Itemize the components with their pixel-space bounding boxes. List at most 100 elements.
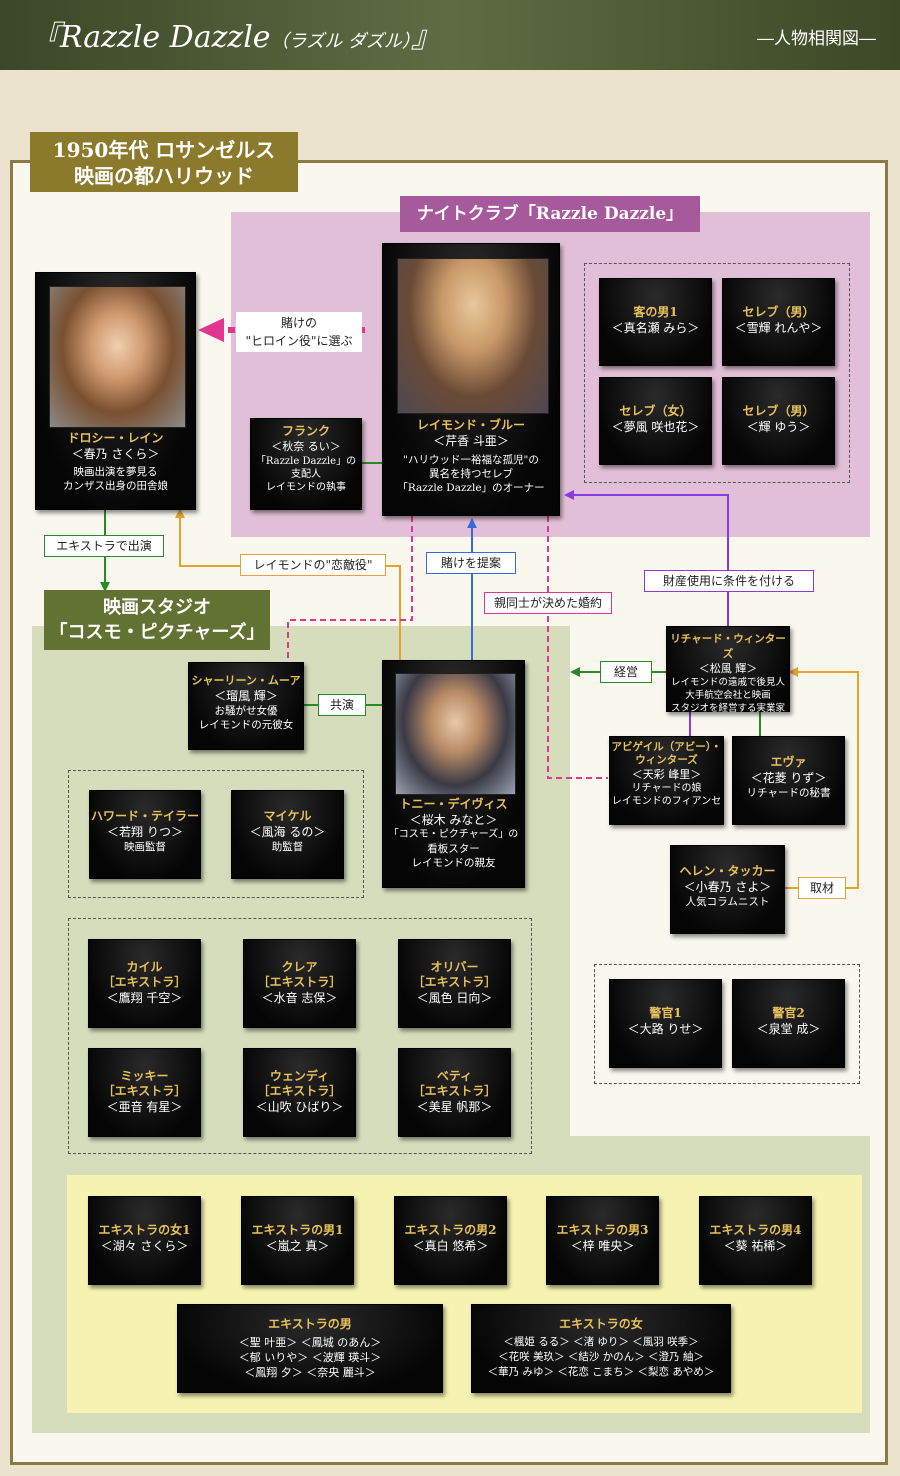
relation-manage: 経営 (600, 661, 652, 683)
card-extra-row: エキストラの男2 ＜真白 悠希＞ (394, 1196, 507, 1285)
frank-name: フランク (281, 424, 330, 438)
title-close: 』 (410, 20, 441, 55)
frank-actor: ＜秋奈 るい＞ (271, 440, 341, 453)
relation-arranged: 親同士が決めた婚約 (484, 592, 612, 614)
sharleen-desc2: レイモンドの元彼女 (198, 719, 294, 731)
card-extra-row-name: エキストラの男3 (556, 1223, 649, 1237)
eva-desc1: リチャードの秘書 (746, 787, 831, 799)
card-extra-row-name: エキストラの男4 (709, 1223, 802, 1237)
card-extra-role: ［エキストラ］ (412, 975, 497, 989)
club-guests-group (584, 263, 850, 483)
helen-name: ヘレン・タッカー (679, 864, 776, 878)
relation-asset: 財産使用に条件を付ける (644, 570, 814, 592)
card-extra-actor: ＜美星 帆那＞ (416, 1100, 493, 1114)
arrow-head-blue (467, 518, 477, 528)
card-police: 警官2＜泉堂 成＞ (732, 979, 845, 1068)
relation-rival-role: レイモンドの"恋敵役" (240, 554, 386, 576)
staff-group (68, 770, 364, 898)
eva-name: エヴァ (770, 755, 807, 769)
card-club-guest-actor: ＜夢風 咲也花＞ (611, 420, 700, 434)
extras-women-line1: ＜楓姫 るる＞ ＜渚 ゆり＞ ＜風羽 咲季＞ (503, 1336, 699, 1348)
tony-desc3: レイモンドの親友 (411, 857, 496, 869)
card-eva: エヴァ ＜花菱 りず＞ リチャードの秘書 (732, 736, 845, 825)
card-extra-row: エキストラの女1＜湖々 さくら＞ (88, 1196, 201, 1285)
card-club-guest-actor: ＜雪輝 れんや＞ (734, 321, 823, 335)
card-sharleen: シャーリーン・ムーア ＜瑠風 輝＞ お騒がせ女優 レイモンドの元彼女 (188, 662, 304, 750)
card-extra: ベティ［エキストラ］＜美星 帆那＞ (398, 1048, 511, 1137)
studio-label: 映画スタジオ 「コスモ・ピクチャーズ」 (44, 590, 270, 650)
card-club-guest: セレブ（男）＜輝 ゆう＞ (722, 377, 835, 465)
tony-actor: ＜桜木 みなと＞ (409, 813, 498, 827)
arrow-head-orange (175, 508, 185, 518)
card-frank: フランク ＜秋奈 るい＞ 「Razzle Dazzle」の 支配人 レイモンドの… (250, 418, 362, 510)
richard-desc2: 大手航空会社と映画 (685, 690, 771, 701)
michael-desc1: 助監督 (271, 841, 304, 853)
relation-extra-appear: エキストラで出演 (44, 535, 164, 557)
card-police-actor: ＜泉堂 成＞ (756, 1022, 821, 1036)
raymond-actor: ＜芹香 斗亜＞ (433, 434, 509, 448)
tony-photo (395, 673, 516, 795)
extras-women-line2: ＜花咲 美玖＞ ＜結沙 かのん＞ ＜澄乃 紬＞ (498, 1351, 704, 1363)
card-club-guest-actor: ＜輝 ゆう＞ (746, 420, 811, 434)
michael-actor: ＜風海 るの＞ (249, 825, 326, 839)
card-club-guest: セレブ（女）＜夢風 咲也花＞ (599, 377, 712, 465)
card-extra-role: ［エキストラ］ (257, 975, 342, 989)
raymond-desc3: 「Razzle Dazzle」のオーナー (397, 482, 545, 494)
dorothy-actor: ＜春乃 さくら＞ (71, 447, 160, 461)
relation-bet-heroine-line2: "ヒロイン役"に選ぶ (245, 334, 353, 348)
card-club-guest-name: 客の男1 (633, 305, 678, 319)
card-extra-row-actor: ＜梓 唯央＞ (570, 1239, 635, 1253)
extras-men-line3: ＜鳳翔 夕＞ ＜奈央 麗斗＞ (244, 1366, 376, 1379)
card-extra-row-actor: ＜真白 悠希＞ (412, 1239, 489, 1253)
richard-name: リチャード・ウィンターズ (670, 633, 786, 660)
frank-desc1: 「Razzle Dazzle」の (255, 456, 357, 467)
dorothy-name: ドロシー・レイン (67, 431, 164, 445)
arrow-head-pink (198, 318, 224, 342)
arrow-head-manage (570, 667, 580, 677)
setting-line1: 1950年代 ロサンゼルス (52, 138, 276, 162)
raymond-desc2: 異名を持つセレブ (429, 468, 513, 480)
page-subtitle: ―人物相関図― (757, 29, 876, 49)
frank-desc3: レイモンドの執事 (266, 482, 346, 493)
card-extra-name: ミッキー (120, 1069, 169, 1083)
card-extra-role: ［エキストラ］ (412, 1084, 497, 1098)
arrow-head-interview (788, 667, 798, 677)
arrow-head-purple (564, 490, 574, 500)
howard-actor: ＜若翔 りつ＞ (107, 825, 183, 839)
card-extra-actor: ＜亜音 有星＞ (106, 1100, 183, 1114)
card-club-guest: 客の男1＜真名瀬 みら＞ (599, 278, 712, 366)
card-extra-row: エキストラの男1＜嵐之 真＞ (241, 1196, 354, 1285)
sharleen-actor: ＜瑠風 輝＞ (214, 689, 278, 703)
card-tony: トニー・デイヴィス ＜桜木 みなと＞ 「コスモ・ピクチャーズ」の 看板スター レ… (382, 660, 525, 888)
card-extra-row-name: エキストラの男2 (404, 1223, 497, 1237)
title-main: 『Razzle Dazzle (30, 20, 271, 55)
card-extra: カイル［エキストラ］＜鷹翔 千空＞ (88, 939, 201, 1028)
named-extras-group (68, 918, 532, 1154)
tony-desc2: 看板スター (427, 843, 480, 855)
richard-desc1: レイモンドの遠戚で後見人 (670, 677, 785, 688)
abigail-desc1: リチャードの娘 (631, 783, 702, 794)
relation-costar: 共演 (318, 694, 366, 716)
relation-bet-heroine: 賭けの "ヒロイン役"に選ぶ (236, 312, 362, 352)
card-extra-actor: ＜山吹 ひばり＞ (255, 1100, 344, 1114)
card-extra-role: ［エキストラ］ (257, 1084, 342, 1098)
card-extra: クレア［エキストラ］＜水音 志保＞ (243, 939, 356, 1028)
sharleen-desc1: お騒がせ女優 (214, 705, 278, 717)
richard-actor: ＜松風 輝＞ (698, 662, 758, 675)
card-police-actor: ＜大路 りせ＞ (627, 1022, 704, 1036)
header-bar: 『Razzle Dazzle（ラズル ダズル）』 ―人物相関図― (0, 0, 900, 70)
card-extras-men: エキストラの男 ＜聖 叶亜＞ ＜鳳城 のあん＞ ＜郁 いりや＞ ＜波輝 瑛斗＞ … (177, 1304, 443, 1393)
dorothy-desc2: カンザス出身の田舎娘 (63, 480, 168, 492)
relation-bet-heroine-line1: 賭けの (280, 316, 317, 330)
dorothy-desc1: 映画出演を夢見る (73, 466, 158, 478)
abigail-name2: ウィンターズ (635, 754, 698, 766)
frank-desc2: 支配人 (291, 469, 321, 480)
line-arranged (547, 516, 608, 779)
studio-line2: 「コスモ・ピクチャーズ」 (49, 622, 265, 643)
helen-actor: ＜小春乃 さよ＞ (683, 880, 772, 894)
card-extra-name: カイル (126, 960, 163, 974)
card-richard: リチャード・ウィンターズ ＜松風 輝＞ レイモンドの遠戚で後見人 大手航空会社と… (666, 626, 790, 714)
card-extra-row-actor: ＜嵐之 真＞ (265, 1239, 330, 1253)
tony-desc1: 「コスモ・ピクチャーズ」の (388, 829, 519, 840)
line-ex-lover (287, 516, 413, 660)
